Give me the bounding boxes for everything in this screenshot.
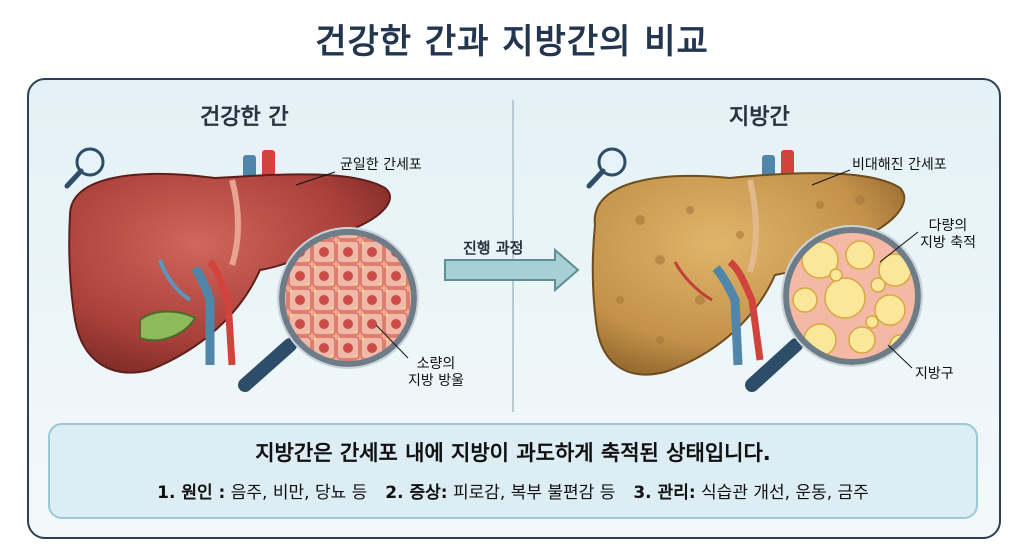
label-uniform-cells: 균일한 간세포 — [340, 157, 422, 173]
symptom-heading: 2. 증상: — [385, 483, 448, 503]
summary-box: 지방간은 간세포 내에 지방이 과도하게 축적된 상태입니다. 1. 원인 : … — [48, 423, 978, 519]
label-fat-globules: 지방구 — [915, 366, 954, 382]
progress-label: 진행 과정 — [463, 239, 524, 257]
label-large-fat-accumulation: 다량의 지방 축적 — [920, 218, 976, 251]
panel-divider — [512, 100, 514, 412]
summary-title: 지방간은 간세포 내에 지방이 과도하게 축적된 상태입니다. — [255, 441, 771, 465]
management-heading: 3. 관리: — [633, 483, 696, 503]
fatty-magnifier — [745, 225, 923, 392]
symptom-text: 피로감, 복부 불편감 등 — [447, 483, 616, 503]
progress-arrow — [444, 247, 580, 293]
search-icon — [64, 147, 105, 189]
search-icon — [586, 147, 627, 189]
cause-text: 음주, 비만, 당뇨 등 — [225, 483, 368, 503]
management-text: 식습관 개선, 운동, 금주 — [695, 483, 869, 503]
healthy-magnifier — [238, 227, 419, 392]
healthy-panel-title: 건강한 간 — [200, 105, 289, 130]
label-enlarged-cells: 비대해진 간세포 — [852, 157, 947, 173]
label-small-fat-droplets: 소량의 지방 방울 — [408, 356, 464, 389]
page-title: 건강한 간과 지방간의 비교 — [315, 22, 709, 62]
cause-heading: 1. 원인 : — [157, 483, 226, 503]
fatty-panel-title: 지방간 — [729, 105, 790, 130]
summary-items: 1. 원인 : 음주, 비만, 당뇨 등 2. 증상: 피로감, 복부 불편감 등… — [50, 478, 976, 503]
